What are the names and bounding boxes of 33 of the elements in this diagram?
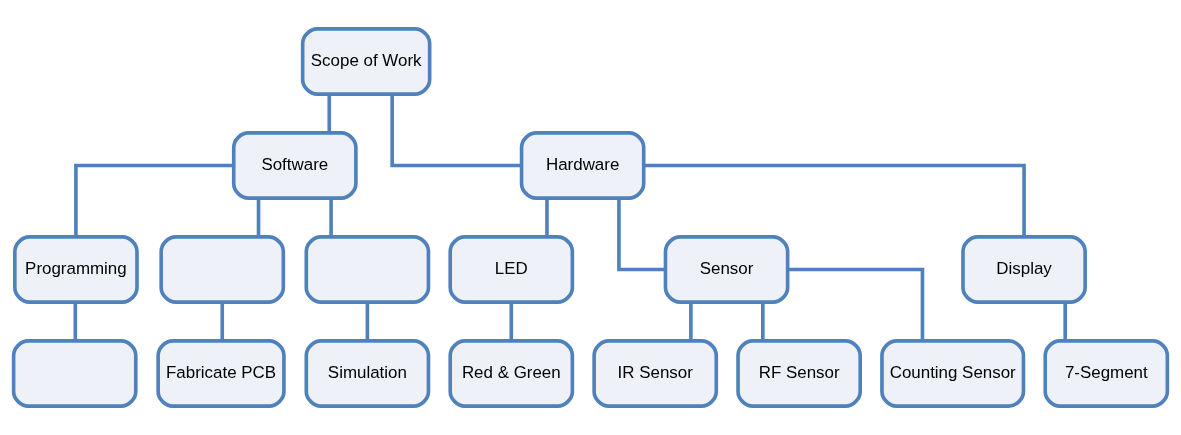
node-box — [159, 235, 286, 304]
node-box: 7-Segment — [1043, 339, 1170, 408]
node-box: Software — [231, 131, 358, 200]
connector — [1063, 302, 1067, 341]
connector — [256, 198, 261, 237]
node-box: IR Sensor — [592, 339, 719, 408]
connector — [329, 198, 333, 237]
node-box: RF Sensor — [736, 339, 862, 408]
node-box: Display — [961, 235, 1087, 304]
connector — [74, 163, 234, 237]
node-box: Sensor — [663, 235, 790, 304]
connector — [644, 163, 1026, 237]
connector — [509, 302, 514, 341]
connector — [689, 302, 693, 341]
connector — [390, 94, 522, 168]
node-box: Fabricate PCB — [156, 339, 286, 408]
connector — [617, 198, 666, 272]
node-box: LED — [448, 235, 575, 304]
connector — [788, 267, 925, 341]
connector — [545, 198, 549, 237]
connector — [327, 94, 332, 133]
node-box: Scope of Work — [300, 27, 432, 96]
node-box — [304, 235, 431, 304]
connector — [220, 302, 225, 341]
connector — [73, 302, 78, 341]
node-box: Hardware — [519, 131, 646, 200]
node-box: Simulation — [304, 339, 431, 408]
node-box: Programming — [13, 235, 139, 304]
connector — [761, 302, 765, 341]
connector — [365, 302, 370, 341]
node-box: Red & Green — [448, 339, 575, 408]
node-box: Counting Sensor — [880, 339, 1026, 408]
node-box — [11, 339, 138, 408]
